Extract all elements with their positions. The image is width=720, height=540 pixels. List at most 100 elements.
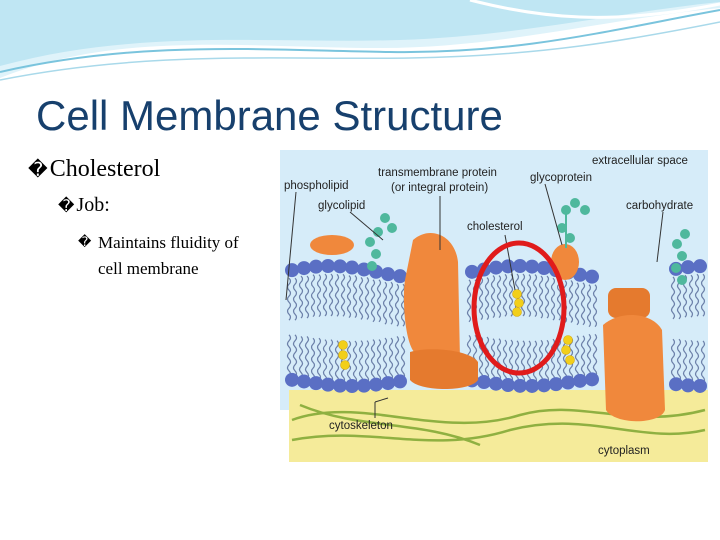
lipid-tail [586,333,592,377]
phospholipid-head [489,260,503,275]
lipid-tail [550,277,556,321]
lipid-tail [304,336,310,379]
phospholipid-head [285,263,299,278]
phospholipid-head [369,377,383,392]
lipid-tail [586,284,592,328]
lipid-tail [688,274,694,318]
header-wave-decoration [0,0,720,81]
lipid-tail [700,273,706,317]
lipid-tail [310,274,316,318]
phospholipid-head [477,375,491,390]
phospholipid-head [381,267,395,282]
phospholipid-head [585,269,599,284]
phospholipid-head [549,377,563,392]
lipid-tail [316,274,322,318]
lipid-tail [334,340,340,384]
lipid-tail [322,339,328,383]
lipid-tail [376,279,382,323]
lipid-tail [358,277,364,320]
bullet-text: Maintains fluidity of cell membrane [98,233,239,278]
bullet-icon: � [78,235,92,250]
lipid-tail [502,273,508,317]
phospholipid-head [489,376,503,391]
lipid-tail [394,335,400,379]
phospholipid-head [693,259,707,274]
lipid-tail [538,275,544,319]
phospholipid-head [321,259,335,274]
lipid-tail [370,339,376,383]
lipid-tail [304,275,310,319]
lipid-tail [352,275,358,318]
phospholipid-head [501,378,515,393]
lipid-tail [328,339,334,383]
phospholipid-head [285,372,299,387]
lipid-tail [532,274,538,318]
phospholipid-head [357,378,371,393]
lipid-tail [328,273,334,317]
cholesterol-molecules [338,289,575,370]
phospholipid-head [321,377,335,392]
phospholipid-head [525,259,539,274]
phospholipid-head [297,374,311,389]
phospholipid-head [681,378,695,393]
bullet-text: Cholesterol [49,156,161,182]
lipid-tail [298,275,304,319]
lipid-tail [484,277,490,320]
phospholipid-head [345,260,359,275]
lipid-tail [676,338,682,382]
lipid-tail [688,339,694,383]
lipid-tail [286,277,292,321]
lipid-tail [394,283,400,327]
lipid-tail [670,276,676,320]
lipid-tail [532,340,538,384]
lipid-tail [364,277,370,320]
phospholipid-head [333,378,347,393]
lipid-tail [322,273,328,317]
lipid-tail [544,275,550,319]
lipid-tail [382,337,388,381]
phospholipid-head [309,376,323,391]
bullet-icon: � [28,158,48,181]
lipid-tail [298,336,304,379]
lipid-tail [694,340,700,384]
lipid-tail [466,279,472,323]
lipid-tail [376,339,382,383]
lipid-tail [400,283,406,327]
lipid-tail [346,275,352,318]
phospholipid-heads [285,259,707,393]
lipid-tail [286,334,292,378]
lipid-tail [316,337,322,381]
bullet-level-3: � Maintains fluidity of cell membrane [78,230,248,282]
phospholipid-head [525,378,539,393]
phospholipid-head [693,378,707,393]
lipid-tail [310,337,316,381]
lipid-tail [580,335,586,379]
phospholipid-head [345,378,359,393]
bullet-level-2: �Job: [58,194,110,217]
phospholipid-head [393,269,407,284]
lipid-tail [526,274,532,318]
lipid-tail [562,337,568,380]
lipid-tail [580,282,586,326]
lipid-tail [334,273,340,317]
lipid-tail [574,282,580,326]
lipid-tail [478,277,484,320]
lipid-tail [508,273,514,317]
phospholipid-head [681,260,695,275]
label-transmembrane-protein: transmembrane protein [378,167,497,179]
phospholipid-head [537,261,551,276]
lipid-tail [526,340,532,384]
phospholipid-head [537,378,551,393]
lipid-tail [694,273,700,317]
lipid-tail [364,340,370,384]
lipid-tail [592,284,598,328]
phospholipid-head [513,378,527,393]
label-glycolipid: glycolipid [318,200,365,212]
phospholipid-head [381,376,395,391]
bullet-icon: � [58,196,75,215]
lipid-tail [484,336,490,380]
carbohydrate-chain [671,229,690,285]
lipid-tail [550,338,556,382]
label-integral-protein: (or integral protein) [391,182,488,194]
